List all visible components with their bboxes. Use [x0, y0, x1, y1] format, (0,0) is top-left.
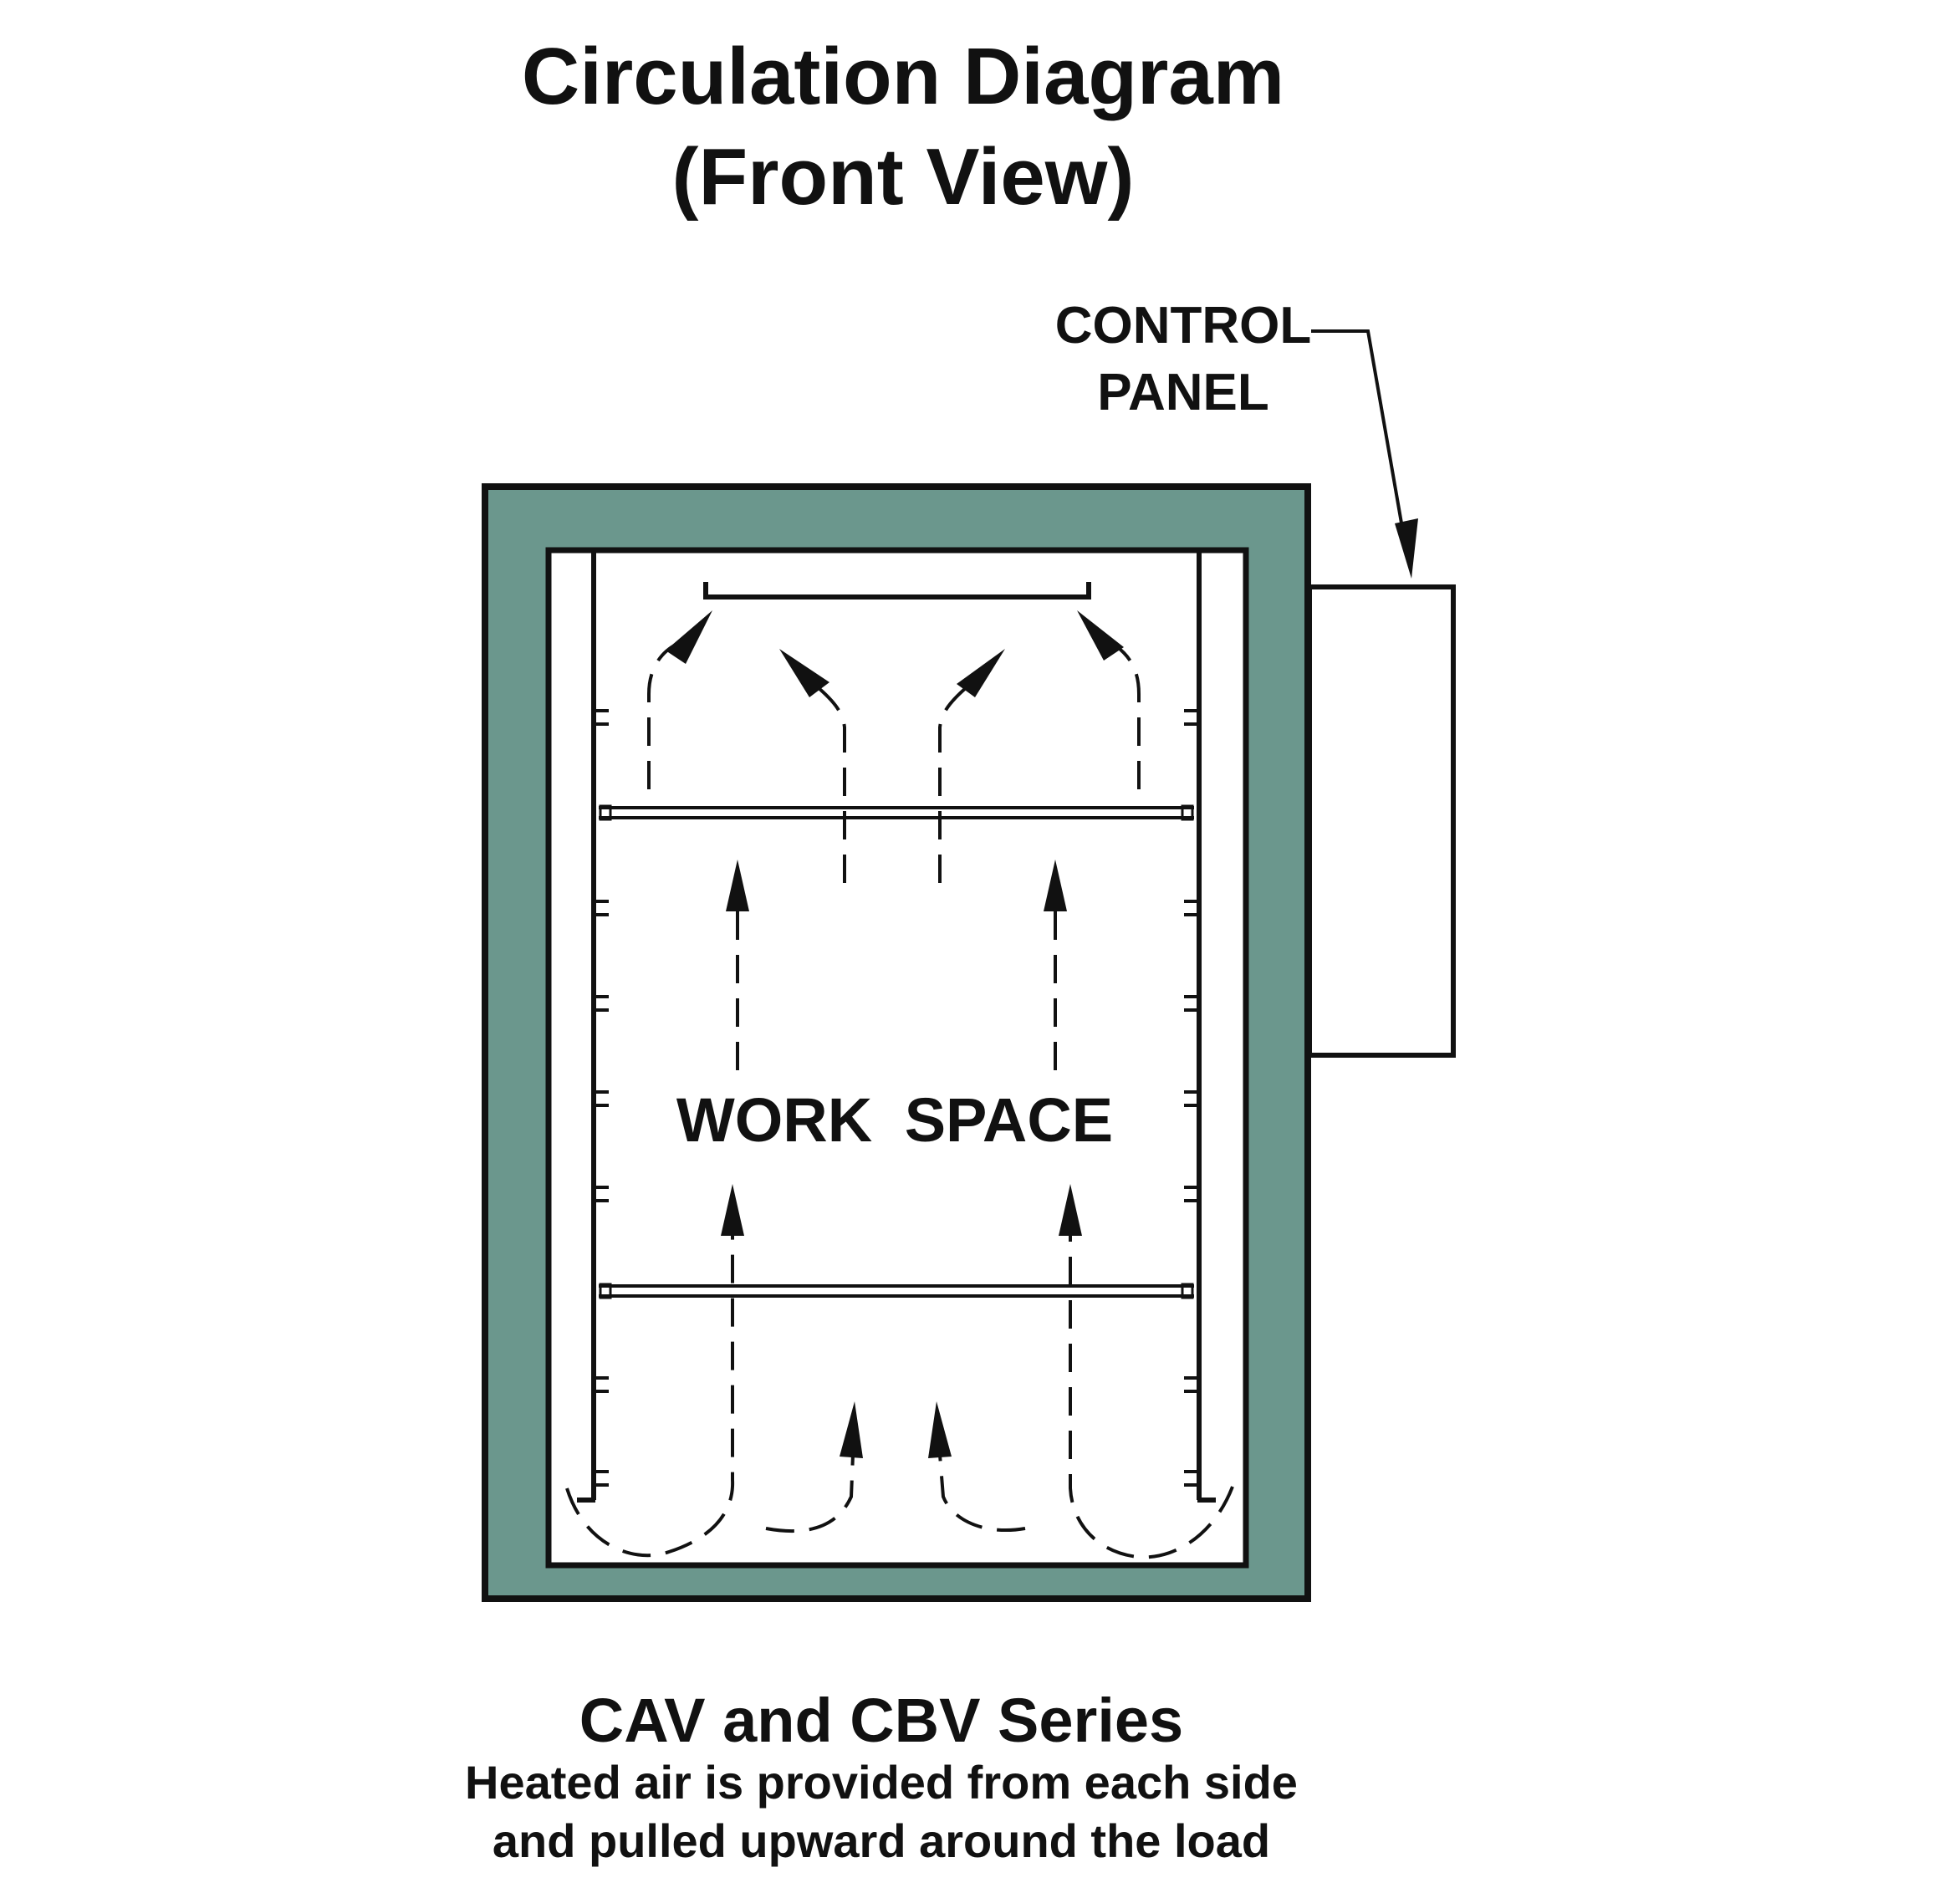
inner-chamber — [545, 547, 1249, 1569]
arrowhead-top-right-outer — [1077, 610, 1124, 661]
airflow-bottom-right-loop — [1069, 1229, 1234, 1559]
airflow-top-right-inner — [938, 686, 968, 883]
top-exhaust-baffle — [703, 582, 1091, 600]
control-panel-leader — [1311, 329, 1408, 553]
arrowhead-top-left-outer — [666, 610, 712, 664]
right-shelf-ticks — [1184, 709, 1199, 1487]
arrowhead-top-left-inner — [779, 649, 829, 697]
title-line-1: Circulation Diagram — [521, 32, 1285, 121]
arrowhead-top-right-inner — [957, 649, 1005, 697]
control-panel — [1307, 584, 1456, 1058]
series-caption: CAV and CBV Series — [579, 1686, 1184, 1755]
airflow-arrowheads — [666, 610, 1124, 1458]
left-shelf-ticks — [594, 709, 609, 1487]
arrowhead-middle-right — [1044, 860, 1067, 911]
arrowhead-bottom-left-inner — [840, 1401, 863, 1458]
caption-line-2: and pulled upward around the load — [492, 1814, 1271, 1867]
work-space-label: WORK SPACE — [676, 1085, 1114, 1155]
airflow-bottom-right-inner — [938, 1454, 1026, 1533]
airflow-bottom-left-loop — [565, 1229, 735, 1558]
airflow-bottom-left-inner — [765, 1454, 855, 1533]
control-panel-leader-arrowhead — [1395, 518, 1418, 579]
caption-line-1: Heated air is provided from each side — [465, 1756, 1298, 1809]
title-line-2: (Front View) — [671, 132, 1135, 222]
airflow-top-left-inner — [816, 686, 846, 883]
arrowhead-bottom-right-inner — [928, 1401, 952, 1458]
arrowhead-bottom-right-up — [1059, 1184, 1082, 1236]
arrowhead-middle-left — [726, 860, 749, 911]
control-panel-label-line-2: PANEL — [1097, 364, 1269, 421]
upper-shelf — [599, 804, 1194, 821]
arrowhead-bottom-left-up — [721, 1184, 744, 1236]
lower-shelf — [599, 1283, 1194, 1299]
control-panel-label-line-1: CONTROL — [1054, 297, 1312, 355]
